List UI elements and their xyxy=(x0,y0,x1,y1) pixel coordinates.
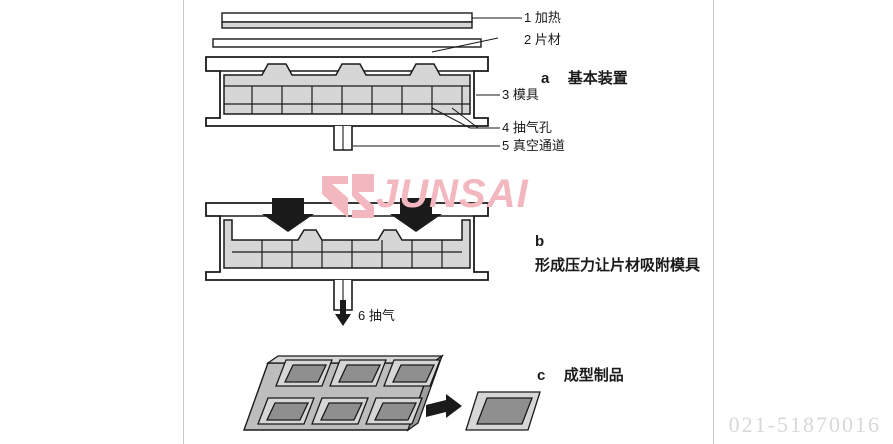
stage-b-letter: b xyxy=(535,233,545,250)
stage-a-text: 基本装置 xyxy=(567,70,628,87)
pressure-arrows xyxy=(262,198,442,232)
callout-3-mold: 3 模具 xyxy=(502,87,539,102)
stage-b-caption: b 形成压力让片材吸附模具 xyxy=(535,230,700,278)
stage-c-letter: c xyxy=(537,367,546,384)
stage-a-caption: a 基本装置 xyxy=(541,70,628,89)
callout-4-vent-hole: 4 抽气孔 xyxy=(502,120,552,135)
stage-c-caption: c 成型制品 xyxy=(537,367,624,386)
demold-arrow xyxy=(426,394,462,418)
stage-c-text: 成型制品 xyxy=(563,367,624,384)
callout-2-sheet: 2 片材 xyxy=(524,32,561,47)
phone-number: 021-51870016 xyxy=(728,412,881,437)
stage-b-text: 形成压力让片材吸附模具 xyxy=(535,257,701,274)
stage-a-letter: a xyxy=(541,70,550,87)
exhaust-arrow xyxy=(335,300,351,326)
page-rule-left xyxy=(183,0,184,444)
page-rule-right xyxy=(713,0,714,444)
callout-6-exhaust: 6 抽气 xyxy=(358,308,395,323)
callout-1-heating: 1 加热 xyxy=(524,10,561,25)
callout-5-vacuum-channel: 5 真空通道 xyxy=(502,138,565,153)
